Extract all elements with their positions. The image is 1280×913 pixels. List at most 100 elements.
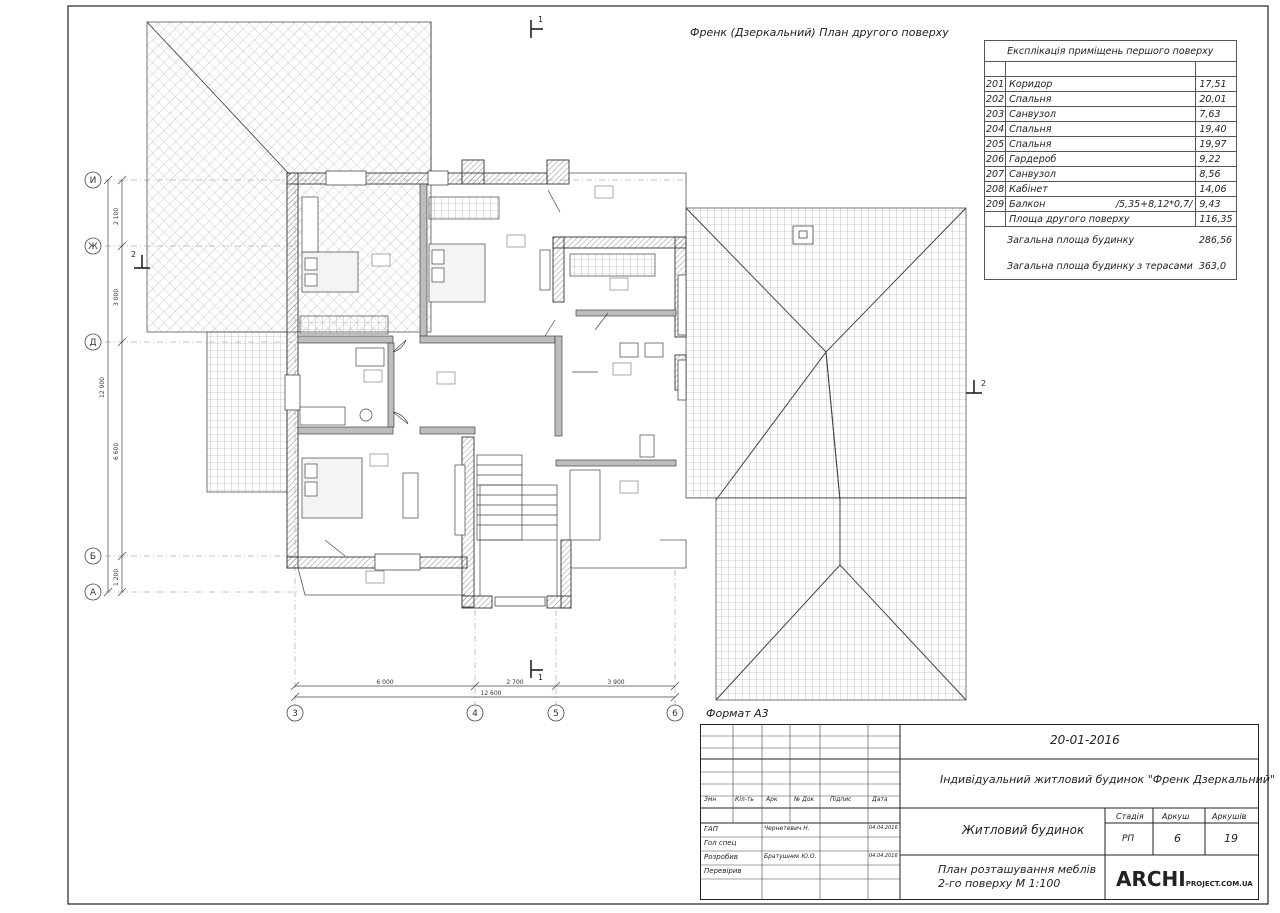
table-row: 204 Спальня 19,40 — [983, 121, 1237, 137]
table-row: 205 Спальня 19,97 — [983, 136, 1237, 152]
staff-role: Гол спец — [704, 839, 737, 847]
room-area: 19,97 — [1195, 136, 1237, 152]
table-row: 208 Кабінет 14,06 — [983, 181, 1237, 197]
room-number: 205 — [983, 136, 1007, 152]
windows — [284, 170, 687, 607]
column-axis-markers: 3 4 5 6 — [286, 704, 684, 722]
axis-col-label: 4 — [472, 709, 478, 719]
section-mark-label: 1 — [538, 15, 543, 24]
staff-date: 04.04.2016 — [869, 825, 898, 831]
staff-role: ГАП — [704, 825, 718, 833]
dim-left: 3 000 — [113, 289, 120, 306]
table-row: Загальна площа будинку з терасами 363,0 — [983, 253, 1237, 280]
building-name: Житловий будинок — [962, 823, 1085, 837]
row-axis-markers: И Ж Д Б А — [84, 171, 102, 601]
doors — [324, 189, 609, 557]
dim-left: 2 100 — [113, 208, 120, 225]
room-number: 209 — [983, 196, 1007, 212]
room-number: 208 — [983, 181, 1007, 197]
sheet-title-line1: План розташування меблів — [938, 863, 1097, 876]
project-name: Індивідуальний житловий будинок "Френк Д… — [940, 773, 1275, 786]
room-area: 7,63 — [1195, 106, 1237, 122]
room-name-with-formula: Балкон /5,35+8,12*0,7/ — [1005, 196, 1197, 212]
room-name: Гардероб — [1005, 151, 1197, 167]
table-row: 207 Санвузол 8,56 — [983, 166, 1237, 182]
roof-right — [685, 207, 967, 701]
axis-row-label: Д — [89, 338, 96, 348]
sheet-value: 6 — [1174, 832, 1181, 845]
dim-left: 12 900 — [99, 377, 106, 398]
stage-value: РП — [1122, 834, 1135, 844]
title-block: 20-01-2016 Індивідуальний житловий будин… — [700, 724, 1275, 900]
axis-row-label: Б — [90, 552, 96, 562]
room-number: 207 — [983, 166, 1007, 182]
staff-name: Чернетевич Н. — [764, 825, 810, 832]
room-area: 9,43 — [1195, 196, 1237, 212]
furniture — [299, 196, 664, 541]
room-number: 201 — [983, 76, 1007, 92]
drawing-title: Френк (Дзеркальний) План другого поверху — [690, 26, 949, 39]
sheet-header: Аркуш — [1162, 812, 1190, 821]
staircase — [476, 454, 558, 596]
dim-left: 1 200 — [113, 569, 120, 586]
col-header: Дата — [872, 796, 888, 803]
stage-header: Стадія — [1116, 812, 1144, 821]
axis-row-label: И — [90, 176, 97, 186]
room-name: Спальня — [1005, 136, 1197, 152]
issue-date: 20-01-2016 — [1050, 733, 1120, 747]
table-row: Загальна площа будинку 286,56 — [983, 226, 1237, 253]
room-number: 202 — [983, 91, 1007, 107]
terrace-total-value: 363,0 — [1195, 253, 1237, 280]
table-row: 203 Санвузол 7,63 — [983, 106, 1237, 122]
title-block-grid — [700, 724, 1259, 900]
axis-row-label: Ж — [88, 242, 98, 252]
dim-bottom: 2 700 — [506, 679, 523, 686]
room-name: Коридор — [1005, 76, 1197, 92]
room-name: Санвузол — [1005, 106, 1197, 122]
interior-walls — [297, 183, 677, 467]
axis-row-label: А — [90, 588, 97, 598]
section-mark-label: 2 — [131, 250, 136, 259]
room-name: Кабінет — [1005, 181, 1197, 197]
section-mark-label: 2 — [981, 379, 986, 388]
col-header: Змн — [704, 796, 717, 803]
axis-col-label: 5 — [553, 709, 559, 719]
table-row: 206 Гардероб 9,22 — [983, 151, 1237, 167]
room-name: Спальня — [1005, 91, 1197, 107]
axis-col-label: 3 — [292, 709, 298, 719]
room-explication-table: Експлікація приміщень першого поверху 20… — [983, 40, 1237, 280]
terrace-total-label: Загальна площа будинку з терасами — [983, 253, 1196, 280]
house-total-label: Загальна площа будинку — [983, 226, 1196, 253]
room-number: 206 — [983, 151, 1007, 167]
room-area: 19,40 — [1195, 121, 1237, 137]
room-number: 204 — [983, 121, 1007, 137]
table-row: Площа другого поверху 116,35 — [983, 211, 1237, 227]
staff-role: Розробив — [704, 853, 738, 861]
staff-role: Перевірив — [704, 867, 742, 875]
col-header: № Док — [794, 796, 815, 803]
section-marks: 1 1 2 2 — [131, 15, 986, 682]
dim-bottom: 6 000 — [376, 679, 393, 686]
staff-name: Братушник Ю.О. — [764, 853, 817, 860]
room-name: Спальня — [1005, 121, 1197, 137]
room-tags — [363, 185, 639, 584]
table-row: 209 Балкон /5,35+8,12*0,7/ 9,43 — [983, 196, 1237, 212]
house-total-value: 286,56 — [1195, 226, 1237, 253]
floor-total-label: Площа другого поверху — [1005, 211, 1197, 227]
staff-date: 04.04.2016 — [869, 853, 898, 859]
room-area: 8,56 — [1195, 166, 1237, 182]
floor-total-value: 116,35 — [1195, 211, 1237, 227]
room-area: 17,51 — [1195, 76, 1237, 92]
logo-main: ARCHI — [1116, 867, 1186, 891]
col-header: Підпис — [830, 796, 852, 803]
dim-bottom: 12 600 — [481, 690, 502, 697]
bottom-dimension-chain: 6 000 2 700 3 900 12 600 — [290, 679, 680, 702]
room-area: 20,01 — [1195, 91, 1237, 107]
format-label: Формат А3 — [706, 707, 769, 720]
room-name: Санвузол — [1005, 166, 1197, 182]
room-area: 9,22 — [1195, 151, 1237, 167]
axis-col-label: 6 — [672, 709, 678, 719]
section-mark-label: 1 — [538, 673, 543, 682]
room-number: 203 — [983, 106, 1007, 122]
